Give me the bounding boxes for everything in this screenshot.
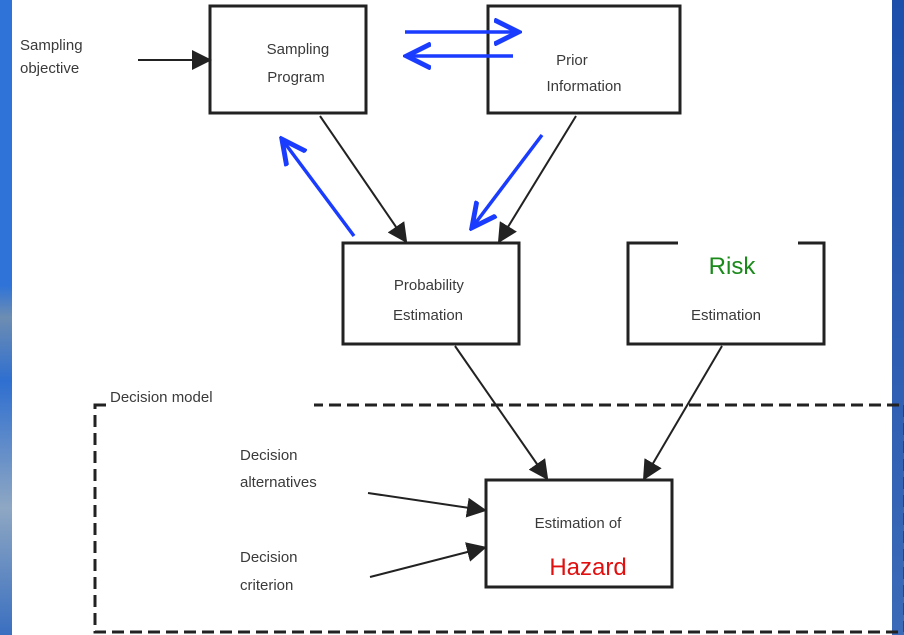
alternatives-to-hazard-arrow: [367, 492, 487, 518]
prior-to-probability-arrow: [497, 115, 577, 244]
decision-alternatives-label: Decision alternatives: [240, 447, 317, 491]
probability-to-hazard-arrow: [454, 345, 549, 481]
prior-information-box: [486, 4, 682, 115]
risk-highlight: Risk: [709, 253, 757, 280]
sampling-program-label: Sampling Program: [267, 41, 334, 86]
estimation-of-label: Estimation of: [535, 515, 623, 532]
risk-estimation-label: Estimation: [691, 307, 761, 324]
decision-model-label: Decision model: [110, 389, 213, 406]
hazard-highlight: Hazard: [549, 554, 626, 581]
decision-model-label-bg: [106, 385, 314, 411]
sampling-objective-label: Sampling objective: [20, 37, 87, 77]
prior-information-label: Prior Information: [546, 52, 621, 95]
criterion-to-hazard-arrow: [369, 542, 487, 578]
decision-model-frame: [93, 403, 904, 634]
blue-arrow-probability-to-program: [284, 142, 356, 238]
risk-to-hazard-arrow: [642, 345, 723, 481]
program-to-probability-arrow: [319, 115, 408, 244]
sampling-program-box: [208, 4, 368, 115]
background-right-band: [892, 0, 904, 635]
hazard-highlight-bg: [517, 547, 657, 583]
risk-highlight-bg: [678, 232, 798, 284]
probability-estimation-box: [341, 241, 521, 346]
decision-criterion-label: Decision criterion: [240, 549, 302, 594]
probability-estimation-label: Probability Estimation: [393, 277, 468, 324]
blue-arrow-prior-to-probability: [474, 133, 544, 225]
